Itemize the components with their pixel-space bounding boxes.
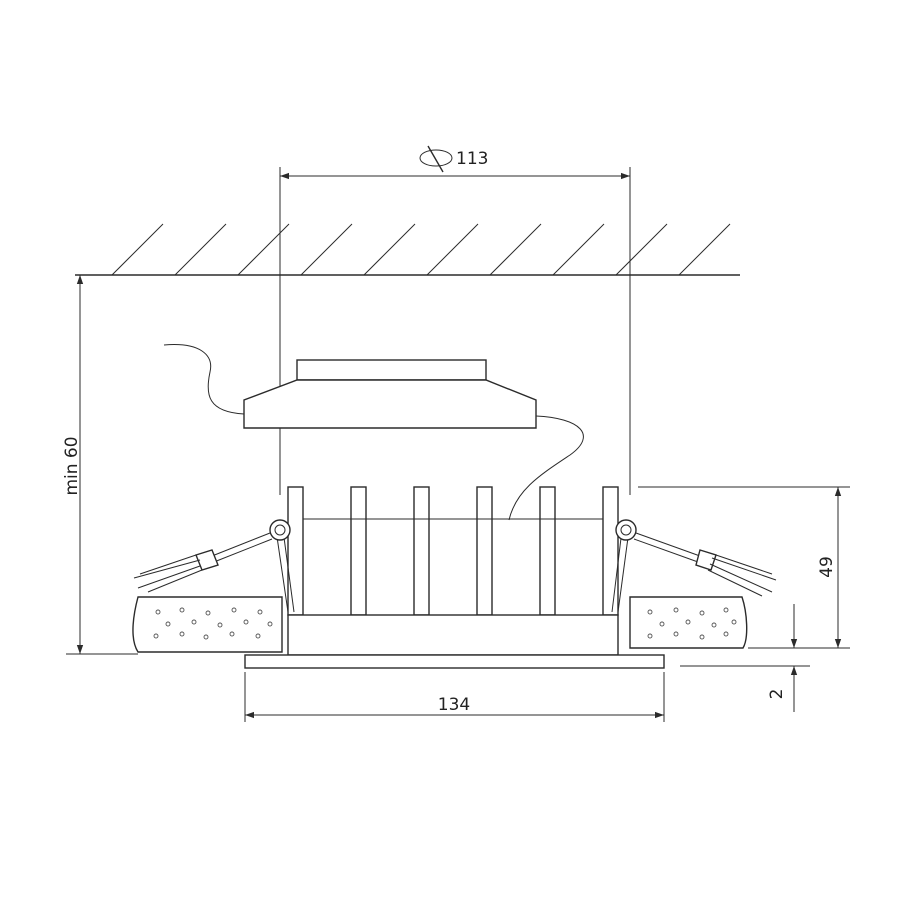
cutout-diameter-dimension: 113 bbox=[279, 145, 631, 495]
flange-width-label: 134 bbox=[438, 695, 470, 715]
spring-clip-left bbox=[133, 519, 295, 613]
ceiling-hatch bbox=[111, 223, 731, 276]
driver-box bbox=[243, 359, 537, 429]
lamp-flange bbox=[244, 654, 665, 669]
flange-thickness-label: 2 bbox=[767, 689, 787, 700]
ceiling bbox=[75, 223, 740, 276]
body-height-label: 49 bbox=[817, 556, 837, 578]
min-height-dimension: min 60 bbox=[62, 275, 138, 655]
body-height-dimension: 49 bbox=[638, 486, 850, 649]
ceiling-panel-left bbox=[132, 596, 283, 653]
min-height-label: min 60 bbox=[62, 436, 82, 495]
ceiling-panel-right bbox=[629, 596, 748, 649]
driver-cables bbox=[163, 344, 584, 521]
diameter-icon bbox=[419, 145, 453, 173]
lamp-body bbox=[244, 614, 665, 669]
spring-clip-right bbox=[611, 519, 777, 613]
flange-width-dimension: 134 bbox=[244, 672, 665, 722]
cutout-diameter-label: 113 bbox=[456, 149, 488, 169]
heatsink bbox=[287, 486, 619, 616]
flange-thickness-dimension: 2 bbox=[680, 604, 810, 712]
